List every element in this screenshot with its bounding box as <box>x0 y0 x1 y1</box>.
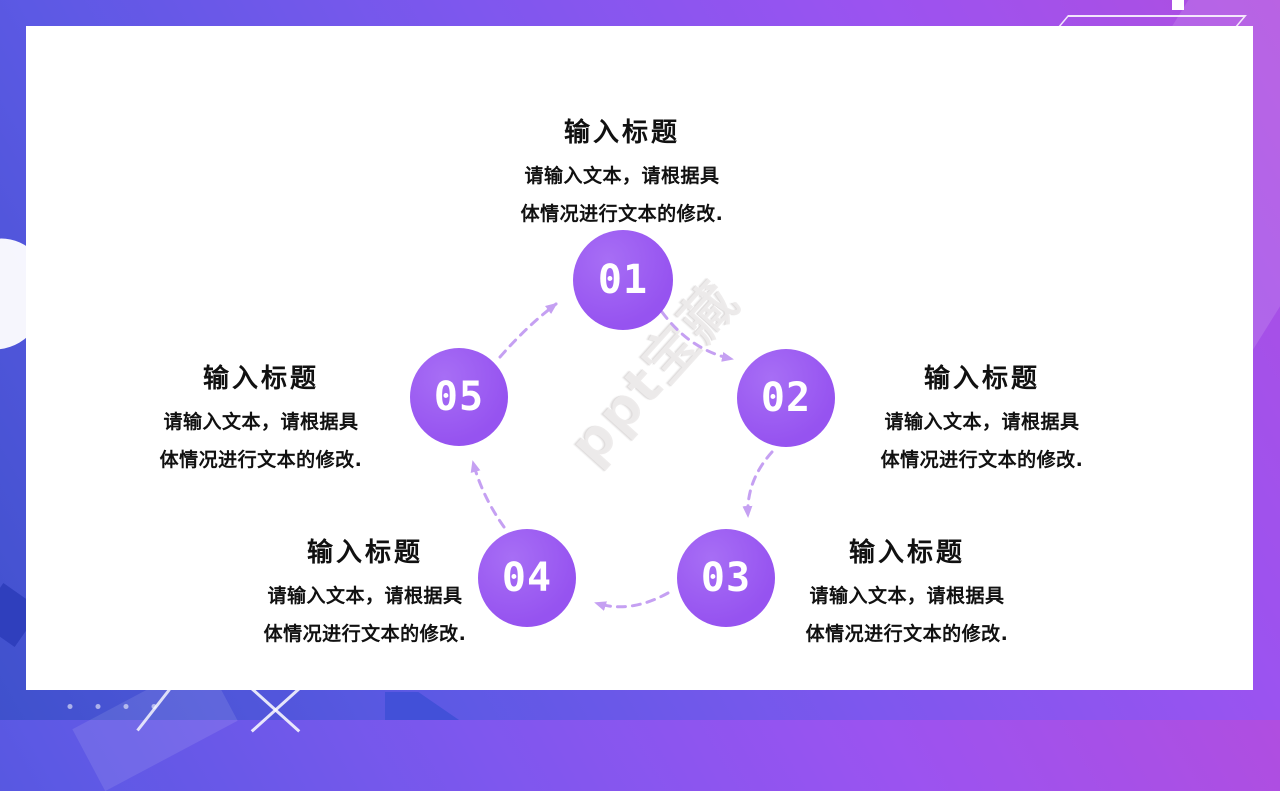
step-title-01: 输入标题 <box>563 118 680 148</box>
step-number-05: 05 <box>433 374 485 420</box>
step-desc-02-line2: 体情况进行文本的修改. <box>880 449 1084 471</box>
step-circle-01: 01 <box>573 230 673 330</box>
step-number-01: 01 <box>597 257 649 303</box>
step-text-05: 输入标题 请输入文本，请根据具 体情况进行文本的修改. <box>96 358 426 479</box>
frame-topright-square-dot <box>1172 0 1184 10</box>
step-desc-04-line1: 请输入文本，请根据具 <box>267 585 463 607</box>
step-number-03: 03 <box>700 555 752 601</box>
slide-content-panel <box>26 26 1253 690</box>
step-desc-03-line1: 请输入文本，请根据具 <box>809 585 1005 607</box>
step-circle-02: 02 <box>737 349 835 447</box>
step-title-02: 输入标题 <box>923 364 1040 394</box>
step-circle-03: 03 <box>677 529 775 627</box>
step-number-02: 02 <box>760 375 812 421</box>
step-desc-04-line2: 体情况进行文本的修改. <box>263 623 467 645</box>
frame-bottom-blue-triangle <box>385 692 459 720</box>
step-title-03: 输入标题 <box>848 538 965 568</box>
step-desc-05-line2: 体情况进行文本的修改. <box>159 449 363 471</box>
step-desc-02-line1: 请输入文本，请根据具 <box>884 411 1080 433</box>
step-title-04: 输入标题 <box>306 538 423 568</box>
step-text-04: 输入标题 请输入文本，请根据具 体情况进行文本的修改. <box>200 532 530 653</box>
step-text-02: 输入标题 请输入文本，请根据具 体情况进行文本的修改. <box>817 358 1147 479</box>
step-title-05: 输入标题 <box>202 364 319 394</box>
step-number-04: 04 <box>501 555 553 601</box>
step-desc-03-line2: 体情况进行文本的修改. <box>805 623 1009 645</box>
step-circle-04: 04 <box>478 529 576 627</box>
step-desc-05-line1: 请输入文本，请根据具 <box>163 411 359 433</box>
step-text-03: 输入标题 请输入文本，请根据具 体情况进行文本的修改. <box>742 532 1072 653</box>
step-text-01: 输入标题 请输入文本，请根据具 体情况进行文本的修改. <box>452 112 792 233</box>
step-desc-01-line1: 请输入文本，请根据具 <box>524 165 720 187</box>
step-desc-01-line2: 体情况进行文本的修改. <box>520 203 724 225</box>
step-circle-05: 05 <box>410 348 508 446</box>
